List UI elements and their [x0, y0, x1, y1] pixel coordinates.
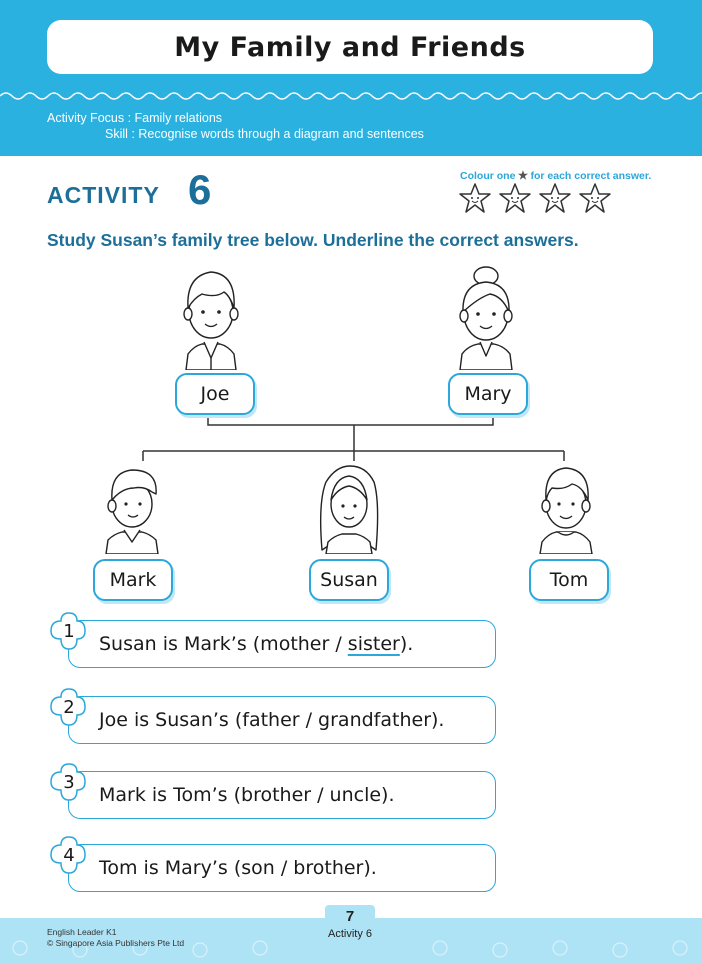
question-text-pre[interactable]: Susan is Mark’s (mother /	[99, 633, 348, 655]
mark-illustration	[105, 469, 159, 554]
name-tag-joe: Joe	[175, 373, 255, 415]
page-title: My Family and Friends	[174, 31, 526, 63]
answer-underlined[interactable]: sister	[347, 633, 400, 655]
skill-text: Skill : Recognise words through a diagra…	[105, 127, 424, 141]
question-number: 3	[63, 771, 75, 793]
question-text: Susan is Mark’s (mother / sister).	[99, 633, 413, 655]
star-1-icon[interactable]	[458, 182, 492, 214]
flower-badge-icon	[50, 612, 86, 650]
page-number: 7	[325, 905, 375, 927]
activity-label: ACTIVITY	[47, 182, 160, 208]
question-1: 1 Susan is Mark’s (mother / sister).	[50, 612, 496, 668]
footer-pattern	[12, 940, 688, 958]
rating-stars	[458, 182, 612, 214]
title-box: My Family and Friends	[47, 20, 653, 74]
susan-illustration	[319, 465, 379, 554]
flower-badge-icon	[50, 836, 86, 874]
flower-badge-icon	[50, 688, 86, 726]
question-text-post: ).	[399, 633, 414, 655]
name-tag-mark: Mark	[93, 559, 173, 601]
star-2-icon[interactable]	[498, 182, 532, 214]
page-label: Activity 6	[327, 928, 372, 940]
activity-focus: Activity Focus : Family relations	[47, 111, 223, 125]
star-4-icon[interactable]	[578, 182, 612, 214]
colour-note-prefix: Colour one	[460, 170, 516, 182]
name-tag-susan: Susan	[309, 559, 389, 601]
star-3-icon[interactable]	[538, 182, 572, 214]
tom-illustration	[539, 467, 593, 554]
colour-note: Colour one ✭ for each correct answer.	[460, 169, 651, 182]
name-tag-tom: Tom	[529, 559, 609, 601]
flower-badge-icon	[50, 763, 86, 801]
question-text[interactable]: Mark is Tom’s (brother / uncle).	[99, 784, 395, 806]
copyright: © Singapore Asia Publishers Pte Ltd	[47, 938, 185, 948]
question-4: 4 Tom is Mary’s (son / brother).	[50, 836, 496, 892]
instruction: Study Susan’s family tree below. Underli…	[47, 230, 579, 250]
book-title: English Leader K1	[47, 927, 117, 937]
wave-divider	[0, 92, 702, 100]
question-number: 4	[63, 844, 75, 866]
question-number: 1	[63, 620, 75, 642]
mini-star-icon: ✭	[518, 170, 528, 182]
mary-illustration	[459, 266, 513, 370]
activity-number: 6	[188, 166, 212, 213]
name-tag-mary: Mary	[448, 373, 528, 415]
question-text[interactable]: Joe is Susan’s (father / grandfather).	[99, 709, 445, 731]
question-2: 2 Joe is Susan’s (father / grandfather).	[50, 688, 496, 744]
question-text[interactable]: Tom is Mary’s (son / brother).	[99, 857, 377, 879]
footer-credits: English Leader K1 © Singapore Asia Publi…	[47, 927, 184, 949]
question-number: 2	[63, 696, 75, 718]
colour-note-suffix: for each correct answer.	[530, 170, 652, 182]
joe-illustration	[183, 271, 239, 370]
question-3: 3 Mark is Tom’s (brother / uncle).	[50, 763, 496, 819]
